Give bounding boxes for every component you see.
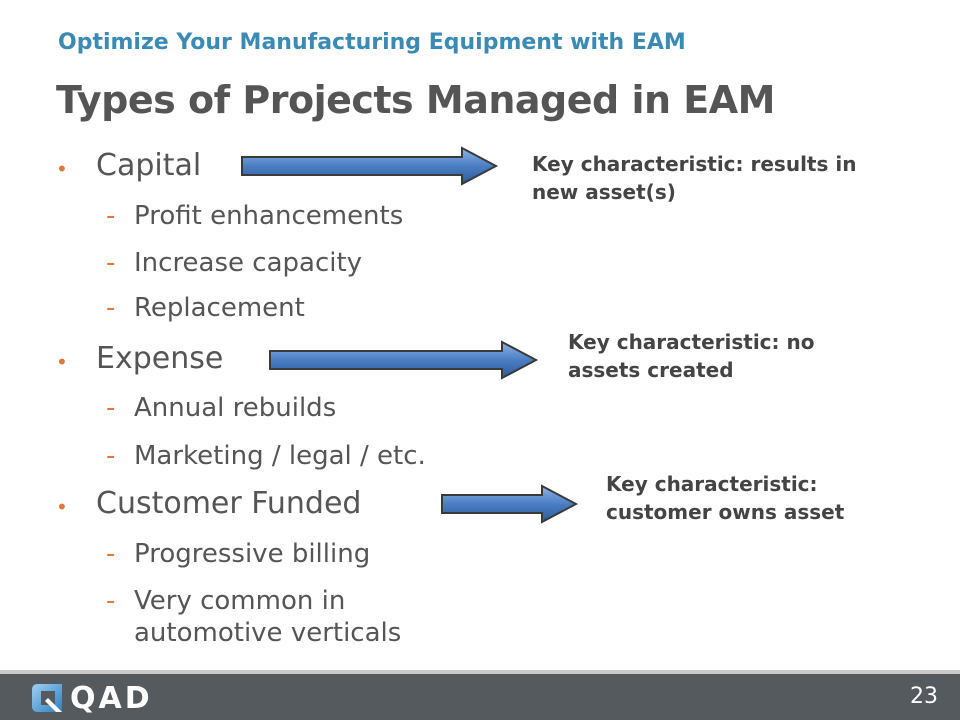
dash-icon: - xyxy=(106,201,116,231)
bullet-capital: • Capital xyxy=(56,148,202,183)
logo-text: QAD xyxy=(70,680,153,716)
bullet-dot-icon: • xyxy=(56,495,68,519)
dash-icon: - xyxy=(106,441,116,471)
arrow-right-icon xyxy=(269,340,539,380)
dash-icon: - xyxy=(106,586,116,616)
arrow-right-icon xyxy=(241,146,499,186)
page-number: 23 xyxy=(910,684,938,709)
arrow-right-icon xyxy=(441,484,579,524)
bullet-customer-funded: • Customer Funded xyxy=(56,486,362,521)
dash-icon: - xyxy=(106,293,116,323)
bullet-dot-icon: • xyxy=(56,157,68,181)
list-item: -Replacement xyxy=(106,293,305,323)
list-item: -Profit enhancements xyxy=(106,201,404,231)
list-item: -Marketing / legal / etc. xyxy=(106,441,426,471)
dash-icon: - xyxy=(106,393,116,423)
note-expense: Key characteristic: no assets created xyxy=(568,330,815,382)
list-item: -Annual rebuilds xyxy=(106,393,337,423)
slide-title: Types of Projects Managed in EAM xyxy=(56,78,775,122)
dash-icon: - xyxy=(106,248,116,278)
slide-subtitle: Optimize Your Manufacturing Equipment wi… xyxy=(58,30,686,55)
dash-icon: - xyxy=(106,539,116,569)
list-item: -Progressive billing xyxy=(106,539,371,569)
bullet-dot-icon: • xyxy=(56,350,68,374)
note-customer-funded: Key characteristic: customer owns asset xyxy=(606,472,845,524)
note-capital: Key characteristic: results in new asset… xyxy=(532,152,857,204)
list-item: -Increase capacity xyxy=(106,248,363,278)
qad-logo-icon xyxy=(32,684,62,712)
qad-logo: QAD xyxy=(30,680,153,716)
footer-bar: QAD 23 xyxy=(0,670,960,720)
bullet-expense: • Expense xyxy=(56,341,224,376)
